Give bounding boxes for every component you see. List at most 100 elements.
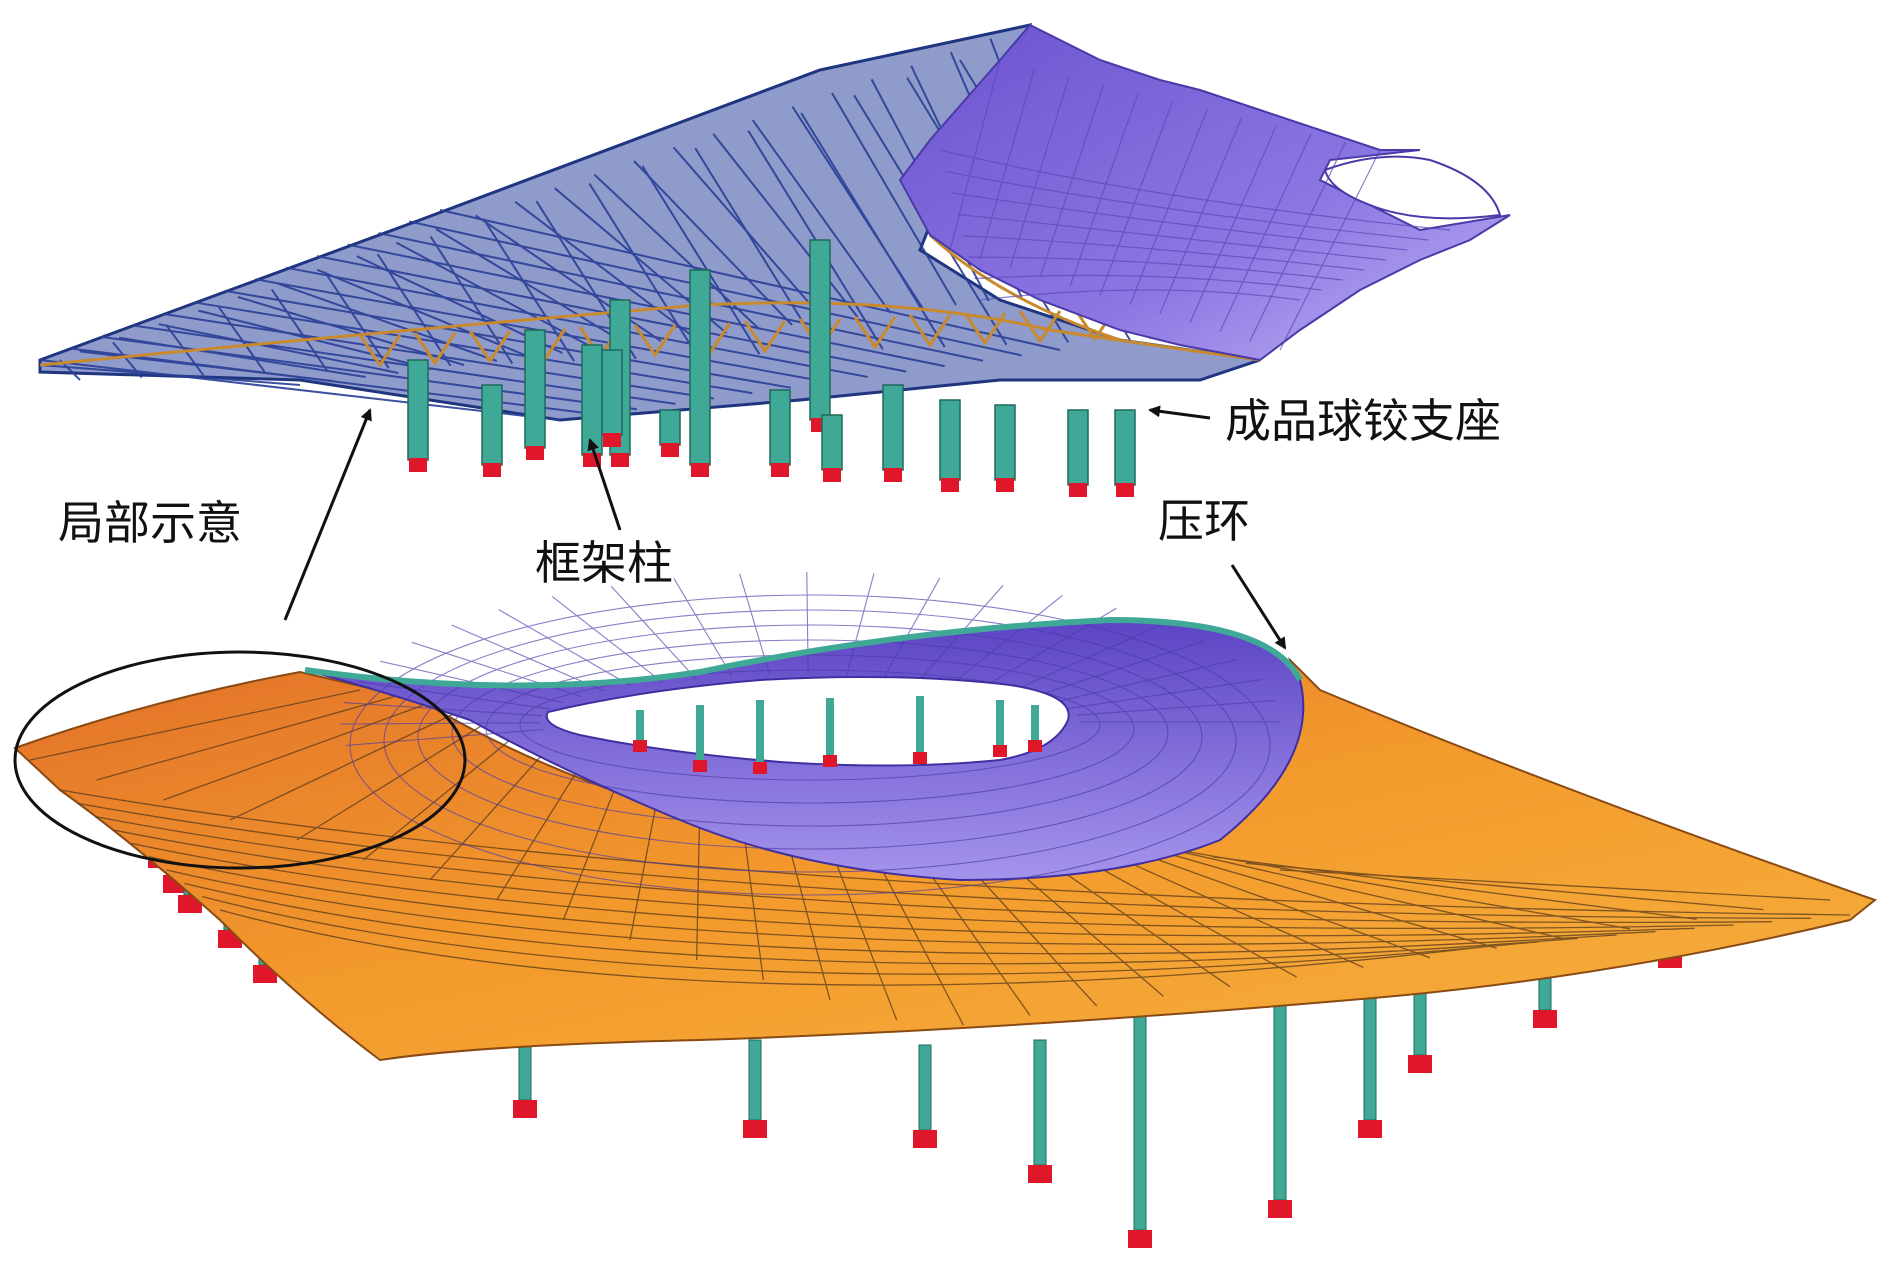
roof-grid-line: [229, 709, 463, 821]
roof-grid-line: [202, 896, 1539, 975]
frame-column: [882, 384, 904, 471]
membrane-grid-line: [1069, 92, 1139, 287]
inner-grid-line: [1013, 622, 1165, 691]
truss-member: [193, 301, 753, 395]
inner-grid-line: [1055, 658, 1238, 703]
support-block: [603, 433, 621, 447]
truss-member: [712, 133, 859, 318]
truss-member: [514, 201, 695, 338]
ring-column: [636, 710, 644, 740]
truss-member: [633, 160, 793, 326]
truss-chord: [743, 320, 787, 354]
frame-column: [1114, 409, 1136, 486]
roof-grid-line: [166, 869, 1617, 955]
support-block: [996, 478, 1014, 492]
support-block: [1028, 1165, 1052, 1183]
support-block: [753, 762, 767, 774]
bearing-label: 成品球铰支座: [1225, 394, 1501, 448]
roof-grid-line: [95, 816, 1773, 924]
support-block: [693, 760, 707, 772]
membrane-grid-line: [1099, 100, 1174, 296]
support-column: [1033, 1039, 1047, 1166]
truss-member: [285, 266, 868, 378]
support-block: [483, 463, 501, 477]
truss-member: [101, 335, 638, 411]
truss-chord: [853, 316, 897, 350]
highlight-ellipse-icon: [13, 650, 467, 870]
roof-grid-line: [219, 909, 1501, 986]
membrane-grid-line: [979, 289, 1301, 301]
support-column: [918, 1044, 932, 1131]
membrane-grid-line: [957, 213, 1386, 261]
support-block: [691, 463, 709, 477]
compression-ring-label: 压环: [1158, 494, 1250, 548]
frame-column: [689, 269, 711, 466]
inner-grid-ring: [451, 639, 1169, 827]
roof-grid-line: [77, 802, 1812, 919]
truss-chord: [468, 330, 512, 364]
local-view-arrow: [283, 408, 372, 621]
membrane-grid-line: [962, 235, 1365, 271]
frame-column: [994, 404, 1016, 481]
ring-column: [1031, 705, 1039, 740]
support-block: [526, 446, 544, 460]
support-block: [1028, 740, 1042, 752]
frame-column: [601, 349, 623, 436]
support-columns: [148, 850, 1682, 1248]
inner-grid-line: [345, 728, 544, 747]
support-block: [661, 443, 679, 457]
roof-structure: [13, 571, 1878, 1248]
inner-grid-line: [610, 585, 697, 679]
frame-column: [524, 329, 546, 449]
truss-member: [277, 282, 498, 362]
inner-grid-ring: [383, 609, 1237, 873]
roof-grid-line: [29, 689, 361, 761]
inner-grid-line: [1077, 700, 1276, 716]
membrane-grid-line: [1279, 149, 1381, 351]
compression-ring: [304, 616, 1303, 689]
truss-member: [347, 243, 945, 368]
roof-grid-line: [1279, 869, 1831, 901]
support-block: [1128, 1230, 1152, 1248]
inner-grid-line: [806, 571, 809, 675]
inner-grid-line: [551, 596, 663, 683]
truss-member: [70, 347, 599, 416]
membrane-grid-line: [1009, 76, 1070, 269]
support-block: [1268, 1200, 1292, 1218]
inner-grid-ring: [485, 654, 1135, 804]
support-block: [823, 755, 837, 767]
truss-member: [409, 220, 1022, 357]
membrane-grid-line: [968, 256, 1343, 281]
inner-grid-line: [884, 577, 941, 677]
truss-member: [270, 288, 328, 372]
ring-column: [996, 700, 1004, 745]
membrane-grid-line: [939, 149, 1451, 231]
frame-column: [1067, 409, 1089, 486]
membrane-grid-line: [951, 192, 1408, 251]
compression-ring-arrow: [1230, 564, 1287, 650]
support-block: [913, 1130, 937, 1148]
truss-chord: [908, 314, 952, 348]
truss-member: [316, 268, 530, 358]
frame-column: [659, 409, 681, 446]
truss-member: [439, 209, 1061, 351]
membrane-grid-line: [1129, 108, 1208, 305]
truss-chord: [633, 324, 677, 358]
inner-grid-ring: [417, 624, 1203, 850]
roof-grid-line: [1245, 862, 1764, 911]
membrane-grid: [939, 59, 1451, 351]
truss-member: [218, 306, 267, 374]
support-column: [1133, 999, 1147, 1231]
inner-grid-line: [340, 722, 541, 725]
membrane-grid-line: [1189, 125, 1277, 323]
inner-grid-line: [1068, 679, 1261, 709]
support-block: [743, 1120, 767, 1138]
roof-grid-line: [113, 829, 1734, 930]
support-block: [633, 740, 647, 752]
bearing-arrow: [1148, 405, 1211, 420]
roof-grid-line: [163, 702, 429, 801]
ring-columns: [633, 696, 1042, 774]
truss-chord: [413, 332, 457, 366]
truss-member: [641, 165, 761, 355]
frame-column: [407, 359, 429, 461]
